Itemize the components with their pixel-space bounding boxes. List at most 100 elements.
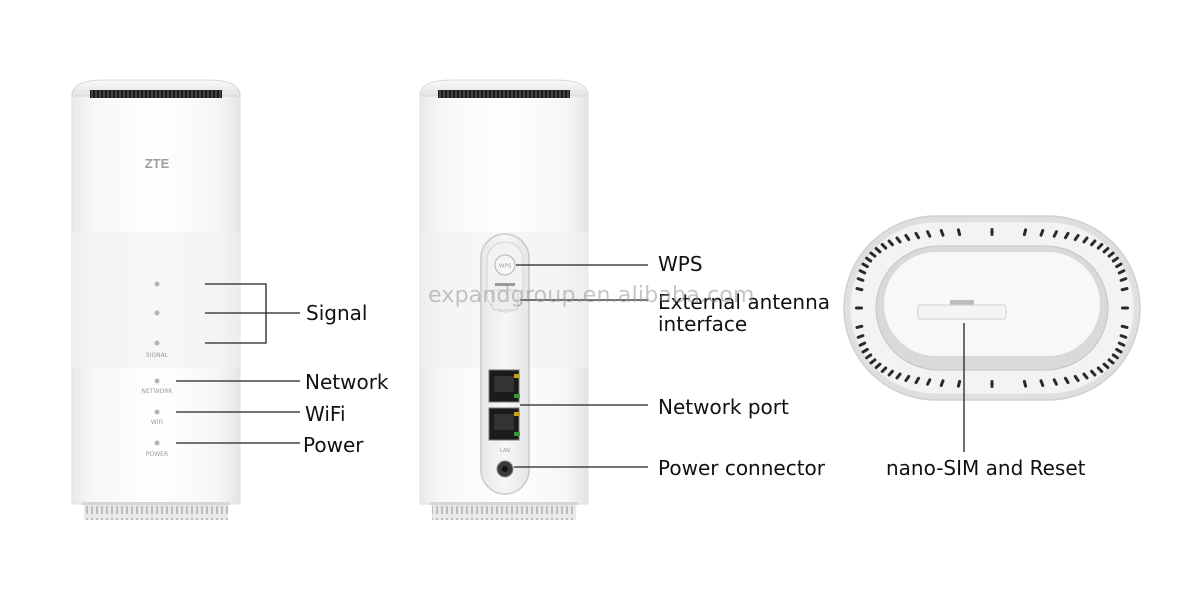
vent-hole bbox=[914, 376, 921, 385]
signal-led-3 bbox=[154, 340, 160, 346]
callout-external-antenna-line1: External antenna bbox=[658, 290, 831, 314]
wifi-led-label: WiFi bbox=[151, 419, 163, 426]
vent-hole bbox=[1119, 277, 1128, 282]
router-top-view bbox=[843, 215, 1141, 401]
signal-led-2 bbox=[154, 310, 160, 316]
vent-hole bbox=[1082, 236, 1089, 244]
callout-wps: WPS bbox=[658, 252, 703, 276]
top-vent-holes bbox=[855, 228, 1129, 388]
wifi-led bbox=[154, 409, 160, 415]
vent-hole bbox=[1090, 369, 1097, 377]
vent-hole bbox=[1063, 376, 1070, 385]
vent-hole bbox=[1102, 246, 1110, 254]
vent-hole bbox=[861, 347, 869, 354]
vent-hole bbox=[956, 228, 962, 237]
vent-hole bbox=[865, 353, 873, 360]
vent-hole bbox=[1022, 228, 1028, 237]
callout-external-antenna: External antenna interface bbox=[658, 291, 830, 335]
vent-hole bbox=[1117, 269, 1126, 275]
router-back-view: WPS LAN bbox=[419, 79, 589, 520]
nano-sim-reset-slot bbox=[917, 300, 1007, 320]
callout-external-antenna-line2: interface bbox=[658, 312, 748, 336]
external-antenna-cover bbox=[491, 283, 519, 311]
lan-port-1 bbox=[488, 369, 520, 403]
vent-hole bbox=[1120, 287, 1129, 292]
vent-hole bbox=[1039, 379, 1045, 387]
callout-network: Network bbox=[305, 370, 389, 394]
vent-hole bbox=[1119, 334, 1128, 339]
vent-hole bbox=[874, 362, 882, 370]
vent-hole bbox=[956, 379, 962, 388]
vent-hole bbox=[1096, 243, 1104, 250]
callout-wifi: WiFi bbox=[305, 402, 346, 426]
vent-hole bbox=[904, 374, 911, 383]
vent-hole bbox=[869, 251, 877, 258]
vent-hole bbox=[858, 269, 867, 275]
callout-power-connector: Power connector bbox=[658, 456, 826, 480]
callout-signal: Signal bbox=[306, 301, 368, 325]
vent-hole bbox=[1052, 230, 1058, 238]
vent-hole bbox=[1121, 306, 1129, 310]
lan-port-2 bbox=[488, 407, 520, 441]
vent-hole bbox=[1107, 251, 1115, 258]
vent-hole bbox=[887, 369, 894, 377]
vent-hole bbox=[874, 246, 882, 254]
vent-hole bbox=[865, 256, 873, 263]
vent-hole bbox=[1063, 231, 1070, 240]
vent-hole bbox=[1022, 379, 1028, 388]
vent-hole bbox=[1111, 256, 1119, 263]
vent-hole bbox=[1073, 374, 1080, 383]
vent-hole bbox=[1096, 366, 1104, 373]
vent-hole bbox=[855, 287, 864, 292]
vent-hole bbox=[926, 378, 932, 386]
vent-hole bbox=[1111, 353, 1119, 360]
signal-led-1 bbox=[154, 281, 160, 287]
callout-power: Power bbox=[303, 433, 364, 457]
router-front-view: ZTE SIGNAL NETWORK WiFi POWER bbox=[71, 79, 241, 520]
vent-hole bbox=[939, 229, 945, 237]
front-callout-lines bbox=[176, 283, 300, 444]
vent-hole bbox=[1120, 324, 1129, 329]
callout-network-port: Network port bbox=[658, 395, 789, 419]
vent-hole bbox=[858, 341, 867, 347]
wps-button-text: WPS bbox=[499, 264, 512, 270]
zte-logo: ZTE bbox=[145, 156, 170, 171]
vent-hole bbox=[1052, 378, 1058, 386]
watermark: expandgroup.en.alibaba.com bbox=[428, 283, 755, 308]
callout-nano-sim-reset: nano-SIM and Reset bbox=[886, 456, 1086, 480]
vent-hole bbox=[1039, 229, 1045, 237]
vent-hole bbox=[1090, 239, 1097, 247]
vent-hole bbox=[1107, 358, 1115, 365]
vent-hole bbox=[1073, 233, 1080, 242]
back-callout-lines bbox=[514, 264, 648, 468]
vent-hole bbox=[869, 358, 877, 365]
vent-hole bbox=[939, 379, 945, 387]
vent-hole bbox=[895, 372, 902, 380]
vent-hole bbox=[887, 239, 894, 247]
vent-hole bbox=[904, 233, 911, 242]
vent-hole bbox=[861, 262, 869, 269]
vent-hole bbox=[855, 306, 863, 310]
vent-hole bbox=[855, 324, 864, 329]
vent-hole bbox=[914, 231, 921, 240]
power-led-label: POWER bbox=[146, 451, 168, 458]
power-led bbox=[154, 440, 160, 446]
network-led bbox=[154, 378, 160, 384]
vent-hole bbox=[895, 236, 902, 244]
wps-button: WPS bbox=[494, 254, 516, 276]
vent-hole bbox=[1115, 347, 1123, 354]
vent-hole bbox=[880, 366, 888, 373]
vent-hole bbox=[1115, 262, 1123, 269]
vent-hole bbox=[880, 243, 888, 250]
vent-hole bbox=[990, 228, 994, 236]
vent-hole bbox=[990, 380, 994, 388]
vent-hole bbox=[1082, 372, 1089, 380]
vent-hole bbox=[856, 277, 865, 282]
signal-led-label: SIGNAL bbox=[146, 352, 169, 359]
vent-hole bbox=[856, 334, 865, 339]
vent-hole bbox=[926, 230, 932, 238]
vent-hole bbox=[1117, 341, 1126, 347]
power-connector bbox=[496, 460, 514, 478]
